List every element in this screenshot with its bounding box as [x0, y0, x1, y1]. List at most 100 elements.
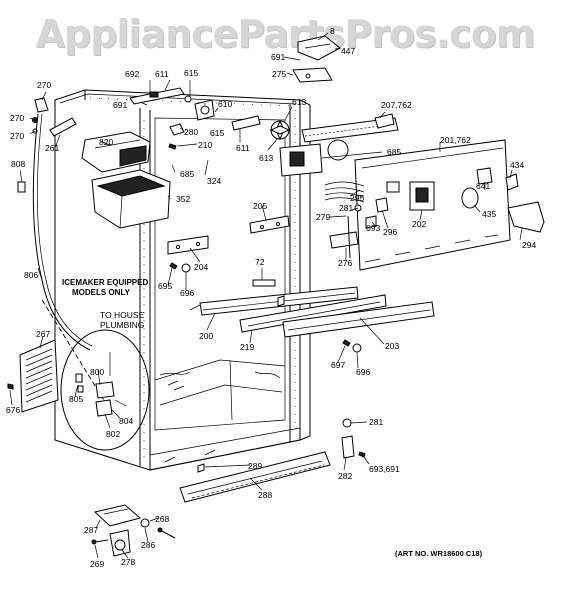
- label-281b: 281: [369, 417, 383, 427]
- shield-294: [507, 201, 545, 233]
- label-611: 611: [155, 69, 169, 79]
- note-house-line2: PLUMBING: [100, 320, 144, 330]
- part-labels: 8 447 691 275 692 611 615 610 691 615 61…: [6, 26, 536, 569]
- label-805: 805: [69, 394, 83, 404]
- label-281a: 281: [339, 203, 353, 213]
- label-806: 806: [24, 270, 38, 280]
- label-691b: 691: [113, 100, 127, 110]
- label-808: 808: [11, 159, 25, 169]
- label-282: 282: [338, 471, 352, 481]
- part-447: [297, 35, 341, 61]
- label-611b: 611: [236, 143, 250, 153]
- label-261: 261: [45, 143, 59, 153]
- rail-203: [282, 301, 435, 338]
- part-275: [292, 67, 333, 83]
- label-800: 800: [90, 367, 104, 377]
- label-685b: 685: [180, 169, 194, 179]
- label-287: 287: [84, 525, 98, 535]
- plate-287: [93, 504, 142, 527]
- label-280: 280: [184, 127, 198, 137]
- label-676: 676: [6, 405, 20, 415]
- label-693-691: 693,691: [369, 464, 400, 474]
- notes: ICEMAKER EQUIPPED MODELS ONLY TO HOUSE P…: [62, 278, 483, 558]
- label-203: 203: [385, 341, 399, 351]
- rail-219: [239, 294, 387, 333]
- label-685: 685: [387, 147, 401, 157]
- label-352: 352: [176, 194, 190, 204]
- bulb-435: [461, 187, 479, 209]
- label-268: 268: [155, 514, 169, 524]
- label-434: 434: [510, 160, 524, 170]
- bottom-components: [91, 418, 366, 557]
- label-696a: 696: [180, 288, 194, 298]
- label-324: 324: [207, 176, 221, 186]
- label-610: 610: [218, 99, 232, 109]
- part-270a: [34, 97, 49, 113]
- label-267: 267: [36, 329, 50, 339]
- label-72: 72: [255, 257, 265, 267]
- mullion-rails: [167, 215, 435, 353]
- nut-286: [140, 518, 150, 528]
- label-286: 286: [141, 540, 155, 550]
- label-615b: 615: [210, 128, 224, 138]
- water-valve-detail: [60, 329, 150, 451]
- label-276: 276: [338, 258, 352, 268]
- grille-288: [179, 451, 331, 503]
- damper-276: [329, 231, 359, 249]
- art-number: (ART NO. WR18600 C18): [395, 549, 483, 558]
- watermark: AppliancePartsPros.com: [35, 12, 536, 56]
- screw-676: [7, 383, 14, 390]
- label-200: 200: [199, 331, 213, 341]
- note-icemaker-line1: ICEMAKER EQUIPPED: [62, 278, 148, 287]
- label-269: 269: [90, 559, 104, 569]
- top-components: [129, 35, 545, 271]
- label-210: 210: [198, 140, 212, 150]
- bracket-205: [249, 215, 290, 234]
- clip-808: [17, 181, 26, 193]
- label-275: 275: [272, 69, 286, 79]
- label-691: 691: [271, 52, 285, 62]
- screw-695: [169, 262, 178, 270]
- label-804: 804: [119, 416, 133, 426]
- label-695: 695: [158, 281, 172, 291]
- label-613b: 613: [259, 153, 273, 163]
- washer-696b: [352, 343, 362, 353]
- label-295: 295: [350, 193, 364, 203]
- bracket-204: [167, 235, 209, 255]
- label-278: 278: [121, 557, 135, 567]
- label-279: 279: [316, 212, 330, 222]
- label-270b: 270: [10, 113, 24, 123]
- label-289: 289: [248, 461, 262, 471]
- label-296: 296: [383, 227, 397, 237]
- label-201: 201,762: [440, 135, 471, 145]
- label-447: 447: [341, 46, 355, 56]
- label-696b: 696: [356, 367, 370, 377]
- label-435: 435: [482, 209, 496, 219]
- label-204: 204: [194, 262, 208, 272]
- socket-641: [476, 167, 493, 185]
- fill-tube-261: [49, 117, 77, 137]
- duct-611: [231, 115, 261, 131]
- label-202: 202: [412, 219, 426, 229]
- label-802: 802: [106, 429, 120, 439]
- washer-696a: [181, 263, 191, 273]
- valve-800: [95, 381, 115, 399]
- part-434: [505, 173, 519, 191]
- bracket-282: [341, 435, 355, 459]
- label-692: 692: [125, 69, 139, 79]
- label-615: 615: [184, 68, 198, 78]
- leader-lines: [9, 32, 523, 559]
- label-207: 207,762: [381, 100, 412, 110]
- label-270c: 270: [10, 131, 24, 141]
- label-697: 697: [331, 360, 345, 370]
- icemaker-assembly: [17, 97, 171, 411]
- label-613: 613: [292, 97, 306, 107]
- label-820: 820: [99, 137, 113, 147]
- block-72: [252, 279, 276, 287]
- screw-697: [342, 339, 351, 347]
- label-205: 205: [253, 201, 267, 211]
- label-8: 8: [330, 26, 335, 36]
- label-288: 288: [258, 490, 272, 500]
- label-693: 693: [366, 223, 380, 233]
